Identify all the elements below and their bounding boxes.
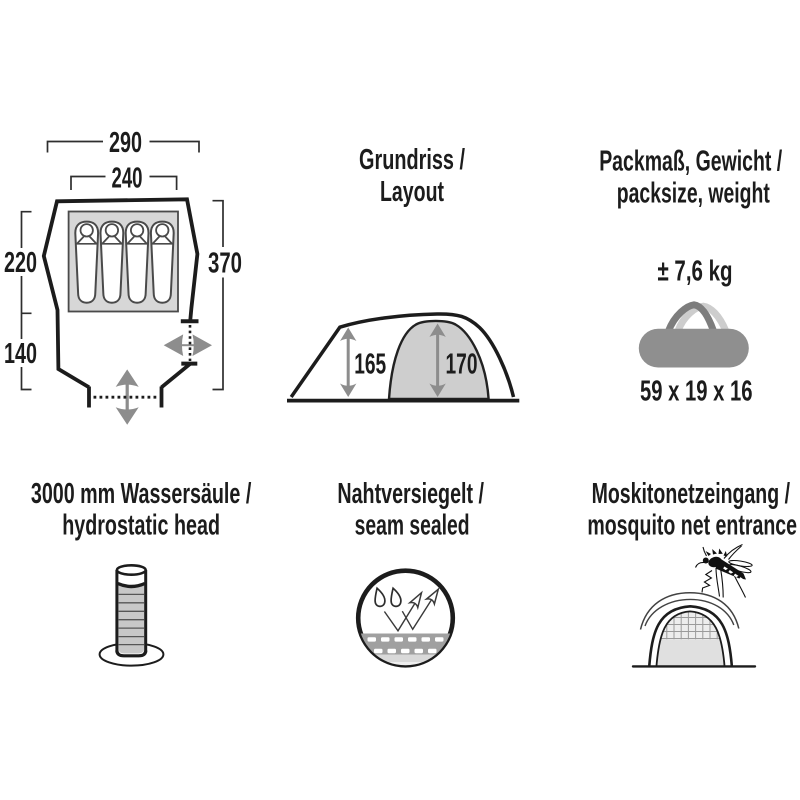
svg-text:Moskitonetzeingang /: Moskitonetzeingang / — [592, 478, 790, 510]
svg-text:Packmaß, Gewicht /: Packmaß, Gewicht / — [599, 146, 782, 178]
svg-text:seam sealed: seam sealed — [355, 510, 470, 542]
svg-text:165: 165 — [354, 349, 386, 381]
svg-text:Layout: Layout — [380, 176, 444, 208]
svg-text:Grundriss /: Grundriss / — [359, 144, 465, 176]
svg-text:59 x 19 x 16: 59 x 19 x 16 — [640, 375, 753, 407]
svg-text:240: 240 — [112, 162, 143, 194]
svg-text:3000 mm Wassersäule /: 3000 mm Wassersäule / — [31, 478, 251, 510]
svg-text:290: 290 — [109, 127, 142, 159]
svg-text:Nahtversiegelt /: Nahtversiegelt / — [337, 478, 484, 510]
svg-text:170: 170 — [446, 349, 478, 381]
svg-text:370: 370 — [208, 247, 242, 279]
svg-text:± 7,6 kg: ± 7,6 kg — [658, 256, 733, 288]
svg-text:220: 220 — [4, 247, 37, 279]
svg-text:packsize, weight: packsize, weight — [617, 178, 770, 210]
svg-text:mosquito net entrance: mosquito net entrance — [587, 510, 797, 542]
svg-text:140: 140 — [4, 338, 37, 370]
svg-text:hydrostatic head: hydrostatic head — [62, 510, 220, 542]
